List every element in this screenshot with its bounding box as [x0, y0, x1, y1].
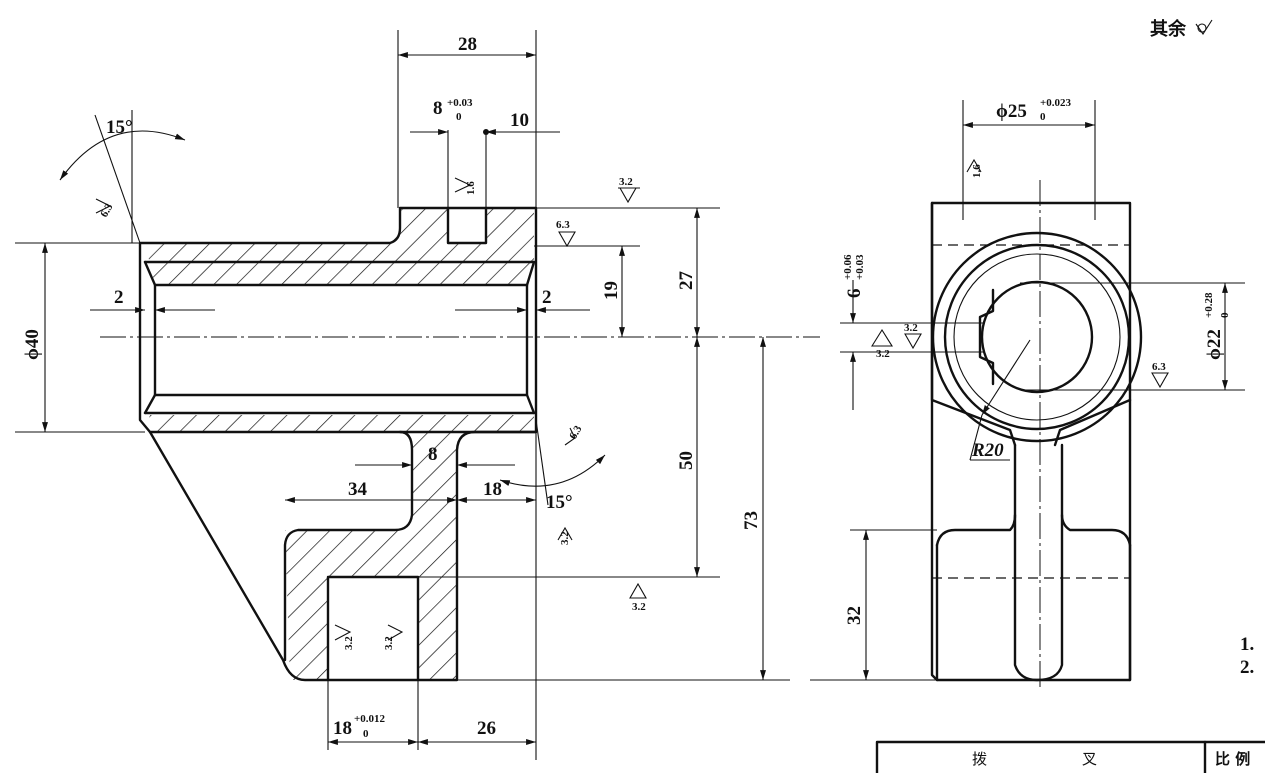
general-roughness-label: 其余: [1150, 18, 1187, 40]
dim-key-6-tol: +0.06: [842, 254, 854, 280]
dim-dia-25: ϕ25: [996, 101, 1027, 122]
roughness-3-2-d: 3.2: [343, 636, 355, 650]
angle-15-bottom: 15°: [546, 492, 573, 513]
roughness-3-2-a: 3.2: [619, 176, 633, 188]
roughness-6-3-c: 6.3: [567, 423, 585, 441]
arm-inner: [283, 430, 414, 662]
dim-32: 32: [844, 606, 865, 625]
dim-18-tol-low: 0: [363, 728, 369, 740]
dim-dia-22-tol: +0.28: [1203, 292, 1215, 318]
dim-50: 50: [676, 451, 697, 470]
dim-slot-8-tol: +0.03: [447, 97, 473, 109]
technical-notes: 1. 2.: [1240, 634, 1254, 678]
dim-r20: R20: [971, 440, 1004, 461]
angle-15-top: 15°: [106, 117, 133, 138]
title-block: 拨 叉 比 例: [875, 740, 1265, 773]
dim-dia-25-tol-low: 0: [1040, 111, 1046, 123]
roughness-3-2-f: 3.2: [876, 348, 890, 360]
dim-slot-8: 8: [433, 98, 443, 119]
section-view: [100, 206, 820, 682]
dim-chamfer-left: 2: [114, 287, 124, 308]
dim-26: 26: [477, 718, 496, 739]
roughness-1-6-b: 1.6: [971, 164, 983, 178]
dim-18-lower: 18: [333, 718, 352, 739]
dim-34: 34: [348, 479, 368, 500]
roughness-1-6-a: 1.6: [465, 181, 477, 195]
dim-73: 73: [741, 511, 762, 530]
dim-18-upper: 18: [483, 479, 502, 500]
roughness-6-3-a: 6.3: [556, 219, 570, 231]
title-part-name-2: 叉: [1082, 750, 1097, 768]
dim-web-8: 8: [428, 444, 438, 465]
roughness-3-2-e: 3.2: [383, 636, 395, 650]
fork-slot: [326, 575, 420, 682]
dim-dia-40: ϕ40: [22, 329, 43, 360]
dim-19: 19: [601, 281, 622, 300]
keyway: [978, 288, 995, 386]
bore: [155, 285, 527, 395]
side-fork-right: [1060, 513, 1132, 547]
dim-28: 28: [458, 34, 477, 55]
dim-key-6-tol-low: +0.03: [854, 254, 866, 280]
bore-chamfer: [143, 260, 536, 415]
angle-arc-bottom: [499, 454, 606, 487]
side-view: [930, 180, 1143, 690]
dim-slot-8-tol-low: 0: [456, 111, 462, 123]
side-fork-left: [935, 513, 1017, 547]
hatch-upper-body: [145, 208, 534, 285]
dimensions-left: 28 8 +0.03 0 10 ϕ40 2 2 19 27 50 73 8: [15, 30, 790, 760]
hatch-lower-body: [145, 395, 534, 432]
dimensions-right: ϕ25 +0.023 0 6 +0.06 +0.03 ϕ22 +0.28 0 R…: [810, 97, 1245, 681]
dim-dia-25-tol: +0.023: [1040, 97, 1072, 109]
dim-dia-22-tol-low: 0: [1219, 312, 1231, 318]
dim-chamfer-right: 2: [542, 287, 552, 308]
dim-27: 27: [676, 271, 697, 291]
note-2: 2.: [1240, 657, 1254, 678]
side-web: [1013, 443, 1064, 682]
general-roughness-note: 其余: [1150, 18, 1213, 40]
roughness-6-3-b: 6.3: [98, 201, 116, 219]
roughness-6-3-d: 6.3: [1152, 361, 1166, 373]
roughness-3-2-c: 3.2: [559, 531, 571, 545]
title-scale-label: 比 例: [1215, 750, 1250, 768]
hatch-lower-arm: [285, 432, 457, 680]
title-part-name-1: 拨: [972, 750, 987, 768]
slot-outline: [446, 206, 488, 245]
roughness-3-2-b: 3.2: [632, 601, 646, 613]
hub-outer-circle: [931, 231, 1143, 443]
slot-cutout: [448, 208, 486, 243]
dim-10: 10: [510, 110, 529, 131]
note-1: 1.: [1240, 634, 1254, 655]
bore-circle: [980, 280, 1094, 394]
dim-dia-22: ϕ22: [1204, 329, 1225, 360]
angle-arc-top: [59, 130, 186, 181]
dim-key-6: 6: [844, 289, 865, 299]
dim-18-tol: +0.012: [354, 713, 386, 725]
roughness-3-2-g: 3.2: [904, 322, 918, 334]
